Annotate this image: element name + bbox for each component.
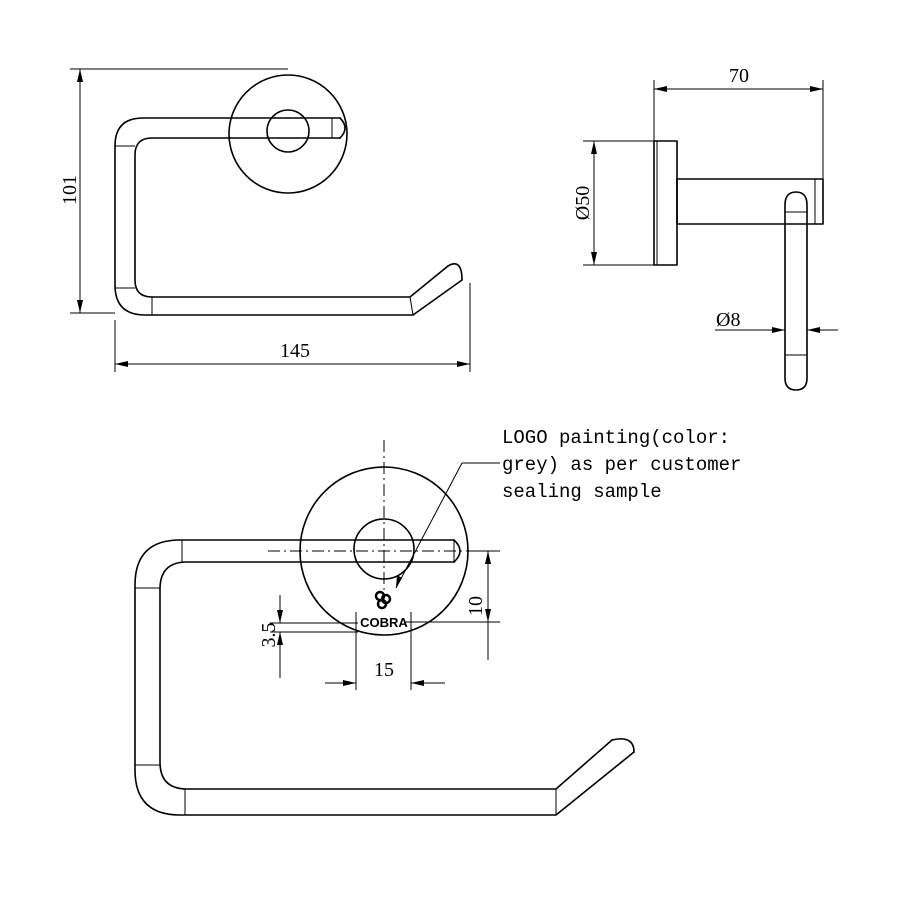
bar-end-cap — [453, 539, 461, 563]
dim-depth-label: 70 — [729, 65, 749, 87]
front-view-detail: COBRA LOGO painting(color: grey) as per … — [134, 427, 741, 816]
cobra-logo: COBRA — [360, 590, 408, 630]
bar-tip-cap — [611, 738, 635, 753]
arrowhead — [277, 632, 283, 645]
arrowhead — [77, 69, 83, 82]
arrowhead — [485, 609, 491, 622]
rosette-hub — [353, 518, 415, 580]
dim-width-label: 145 — [280, 340, 310, 362]
dim-logo-offset-label: 10 — [465, 596, 487, 616]
arrowhead — [772, 327, 785, 333]
holder-bar-outer — [134, 539, 635, 816]
arrowhead — [591, 252, 597, 265]
arrowhead — [277, 610, 283, 623]
arrowhead — [810, 86, 823, 92]
annotation-line-2: grey) as per customer — [502, 454, 741, 476]
dim-rosette-diameter-label: Ø50 — [572, 186, 594, 220]
bar-end-cap — [339, 117, 346, 139]
arrowhead — [343, 680, 356, 686]
arrowhead — [396, 575, 402, 588]
arrowhead — [115, 361, 128, 367]
arrowhead — [807, 327, 820, 333]
holder-bar-inner — [134, 137, 449, 298]
bar-tip-cap — [447, 263, 463, 281]
arrowhead — [654, 86, 667, 92]
arrowhead — [485, 551, 491, 564]
dim-bar-diameter-label: Ø8 — [716, 309, 740, 331]
dim-logo-width-label: 15 — [374, 659, 394, 681]
dim-height-label: 101 — [59, 175, 81, 205]
annotation-line-3: sealing sample — [502, 481, 662, 503]
dim-logo-height-label: 3.5 — [258, 623, 280, 648]
rosette-hub — [266, 109, 310, 153]
leader-line — [395, 462, 463, 589]
logo-text: COBRA — [360, 615, 408, 630]
arm — [676, 178, 824, 225]
bar-seam — [409, 296, 414, 316]
arrowhead — [457, 361, 470, 367]
side-view: 70 Ø50 Ø8 — [572, 65, 838, 391]
front-view-small: 101 145 — [59, 68, 471, 372]
arrowhead — [591, 141, 597, 154]
holder-bar-inner — [159, 561, 613, 790]
arrowhead — [77, 300, 83, 313]
holder-bar-outer — [114, 117, 463, 316]
vertical-bar — [784, 191, 808, 391]
annotation-line-1: LOGO painting(color: — [502, 427, 730, 449]
arrowhead — [411, 680, 424, 686]
rosette-outline — [228, 74, 348, 194]
